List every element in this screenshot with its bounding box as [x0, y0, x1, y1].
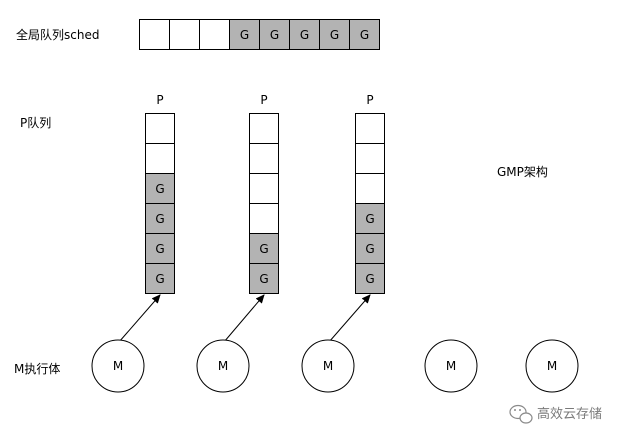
goroutine-label: G — [155, 212, 164, 226]
goroutine-label: G — [155, 272, 164, 286]
wechat-icon — [509, 404, 533, 424]
queue-cell — [169, 19, 200, 50]
m-thread-label: M — [547, 359, 557, 373]
queue-cell — [229, 19, 260, 50]
p-queue-cell — [145, 173, 175, 204]
m-thread-circle — [301, 339, 355, 393]
m-thread: M — [91, 339, 145, 393]
goroutine-label: G — [240, 28, 249, 42]
p-queues: P G G G G P G G P G G G — [145, 93, 385, 294]
global-queue-slot: G — [349, 19, 380, 50]
p-queue-cell — [355, 143, 385, 174]
m-thread: M — [525, 339, 579, 393]
goroutine-label: G — [365, 272, 374, 286]
global-queue-label: 全局队列sched — [16, 27, 99, 42]
binding-arrow — [328, 294, 371, 343]
goroutine-label: G — [365, 212, 374, 226]
p-queue-cell — [355, 263, 385, 294]
global-queue-slot: G — [259, 19, 290, 50]
p-queue: P G G G — [355, 93, 385, 294]
global-queue-slot: G — [319, 19, 350, 50]
goroutine-label: G — [155, 182, 164, 196]
global-queue-slot — [139, 19, 170, 50]
goroutine-label: G — [259, 272, 268, 286]
p-header: P — [260, 93, 267, 107]
queue-cell — [289, 19, 320, 50]
m-thread: M — [424, 339, 478, 393]
m-thread-label: M — [113, 359, 123, 373]
p-queue-cell — [249, 263, 279, 294]
m-thread: M — [301, 339, 355, 393]
queue-cell — [199, 19, 230, 50]
m-thread-label: M — [323, 359, 333, 373]
goroutine-label: G — [270, 28, 279, 42]
p-queue-cell — [145, 263, 175, 294]
goroutine-label: G — [259, 242, 268, 256]
global-queue-slot — [199, 19, 230, 50]
m-thread-circle — [424, 339, 478, 393]
queue-cell — [349, 19, 380, 50]
p-queue: P G G — [249, 93, 279, 294]
m-thread: M — [196, 339, 250, 393]
m-executor-label: M执行体 — [14, 362, 60, 376]
global-queue-slot: G — [289, 19, 320, 50]
p-queue-cell — [249, 203, 279, 234]
p-header: P — [366, 93, 373, 107]
p-header: P — [156, 93, 163, 107]
binding-arrow — [118, 294, 161, 343]
p-queue-cell — [355, 113, 385, 144]
binding-arrows — [118, 294, 371, 343]
queue-cell — [139, 19, 170, 50]
p-queue-cell — [249, 173, 279, 204]
goroutine-label: G — [330, 28, 339, 42]
p-queue-cell — [249, 113, 279, 144]
gmp-architecture-label: GMP架构 — [497, 164, 548, 179]
m-thread-circle — [196, 339, 250, 393]
p-queue-cell — [249, 233, 279, 264]
p-queue-cell — [145, 113, 175, 144]
p-queue: P G G G G — [145, 93, 175, 294]
m-thread-label: M — [218, 359, 228, 373]
global-queue-slot — [169, 19, 200, 50]
goroutine-label: G — [155, 242, 164, 256]
p-queue-cell — [145, 233, 175, 264]
watermark-text: 高效云存储 — [537, 406, 602, 422]
binding-arrow — [223, 294, 265, 343]
p-queue-cell — [249, 143, 279, 174]
global-queue-slot: G — [229, 19, 260, 50]
p-queue-cell — [355, 203, 385, 234]
p-queue-cell — [355, 173, 385, 204]
p-queue-cell — [145, 143, 175, 174]
m-thread-circle — [91, 339, 145, 393]
goroutine-label: G — [360, 28, 369, 42]
p-queue-label: P队列 — [20, 115, 51, 130]
m-thread-circle — [525, 339, 579, 393]
queue-cell — [259, 19, 290, 50]
goroutine-label: G — [300, 28, 309, 42]
watermark: 高效云存储 — [509, 404, 602, 424]
m-thread-label: M — [446, 359, 456, 373]
goroutine-label: G — [365, 242, 374, 256]
